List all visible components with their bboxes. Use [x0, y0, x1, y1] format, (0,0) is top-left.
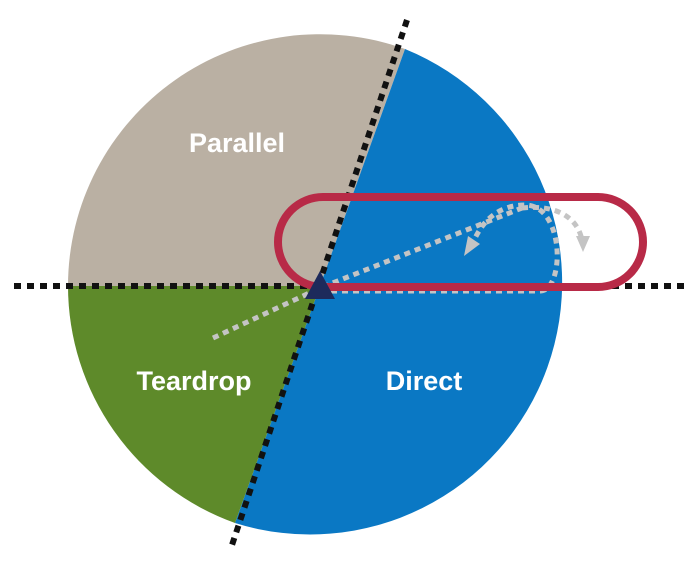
triangle-icon [305, 271, 335, 299]
entry-path [211, 202, 590, 341]
holding-pattern-racetrack [274, 193, 647, 291]
entry-curve-arrowhead [464, 236, 480, 256]
teardrop-label: Teardrop [136, 366, 251, 396]
outbound-path-curve [521, 204, 585, 241]
teardrop-sector [68, 286, 320, 523]
parallel-sector [68, 34, 405, 286]
entry-path-curve [320, 202, 560, 294]
outbound-arrowhead [576, 236, 590, 252]
parallel-label: Parallel [189, 128, 285, 158]
direct-label: Direct [386, 366, 463, 396]
